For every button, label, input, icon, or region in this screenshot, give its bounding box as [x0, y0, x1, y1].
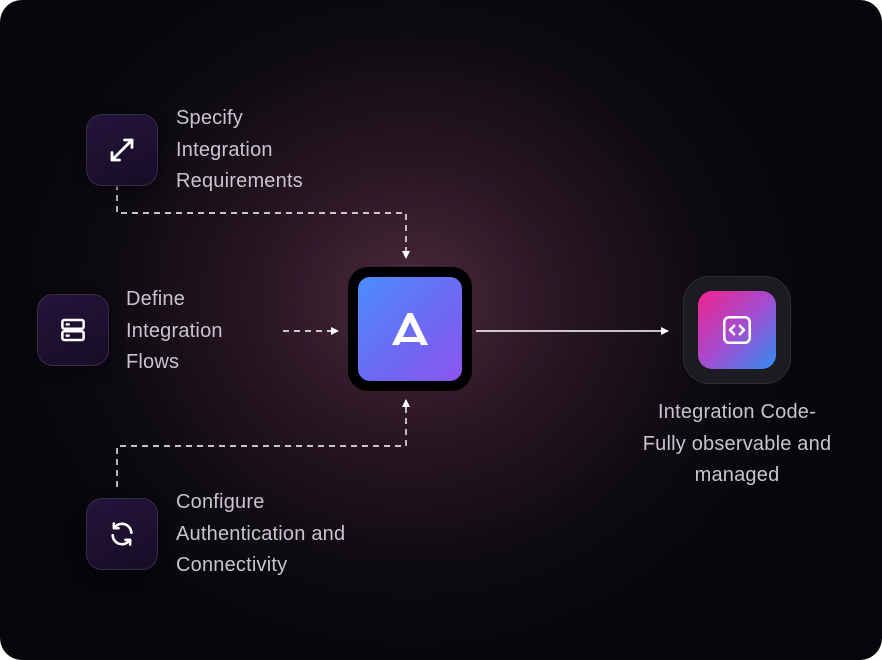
logo-a-icon — [392, 313, 428, 345]
refresh-icon — [86, 498, 158, 570]
output-tile — [698, 291, 776, 369]
step-label-configure: Configure Authentication and Connectivit… — [176, 491, 346, 576]
expand-arrows-icon — [86, 114, 158, 186]
connector-configure-to-hub — [116, 399, 410, 487]
step-label-specify: Specify Integration Requirements — [176, 107, 303, 192]
step-label-define: Define Integration Flows — [126, 288, 223, 373]
output-label: Integration Code- Fully observable and m… — [642, 401, 832, 486]
hub-tile — [358, 277, 462, 381]
server-rack-icon — [37, 294, 109, 366]
code-brackets-icon — [722, 315, 752, 345]
